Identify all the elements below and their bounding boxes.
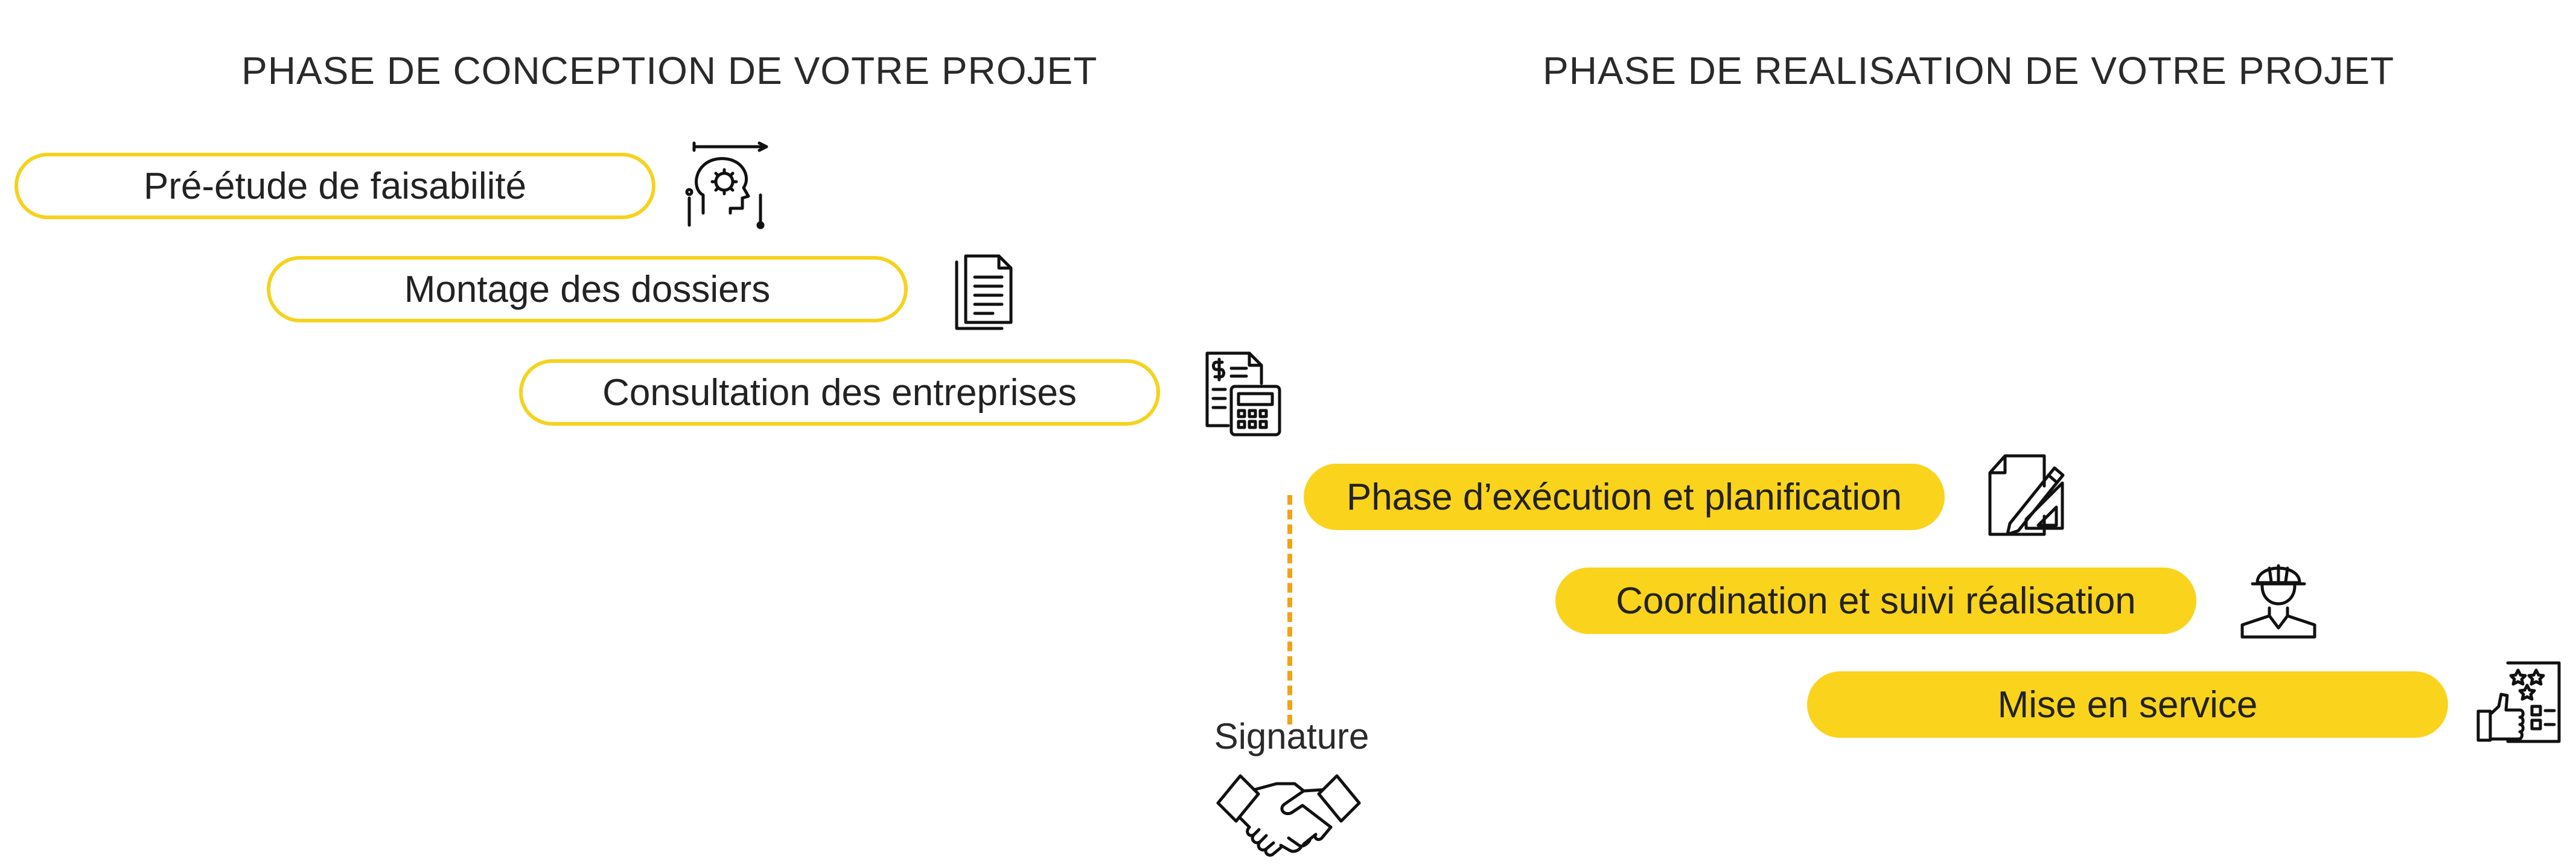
step-mise-en-service: Mise en service — [1807, 671, 2448, 738]
realisation-phase-heading: PHASE DE REALISATION DE VOTRE PROJET — [1543, 49, 2395, 92]
head-gear-pencil-icon — [682, 141, 773, 231]
step-coordination-suivi: Coordination et suivi réalisation — [1555, 568, 2196, 634]
drawing-tools-icon — [1981, 450, 2071, 540]
invoice-calculator-icon — [1198, 347, 1289, 438]
worker-helmet-icon — [2233, 552, 2324, 643]
signature-label: Signature — [1214, 716, 1369, 757]
handshake-icon — [1213, 767, 1364, 863]
step-phase-execution: Phase d’exécution et planification — [1304, 464, 1945, 530]
step-consultation-entreprises: Consultation des entreprises — [519, 359, 1160, 426]
step-pre-etude: Pré-étude de faisabilité — [14, 153, 655, 219]
thumbs-up-rating-icon — [2475, 657, 2565, 747]
step-montage-dossiers: Montage des dossiers — [267, 256, 908, 322]
signature-dashed-line — [1287, 495, 1292, 725]
documents-icon — [939, 244, 1029, 334]
conception-phase-heading: PHASE DE CONCEPTION DE VOTRE PROJET — [241, 49, 1098, 92]
